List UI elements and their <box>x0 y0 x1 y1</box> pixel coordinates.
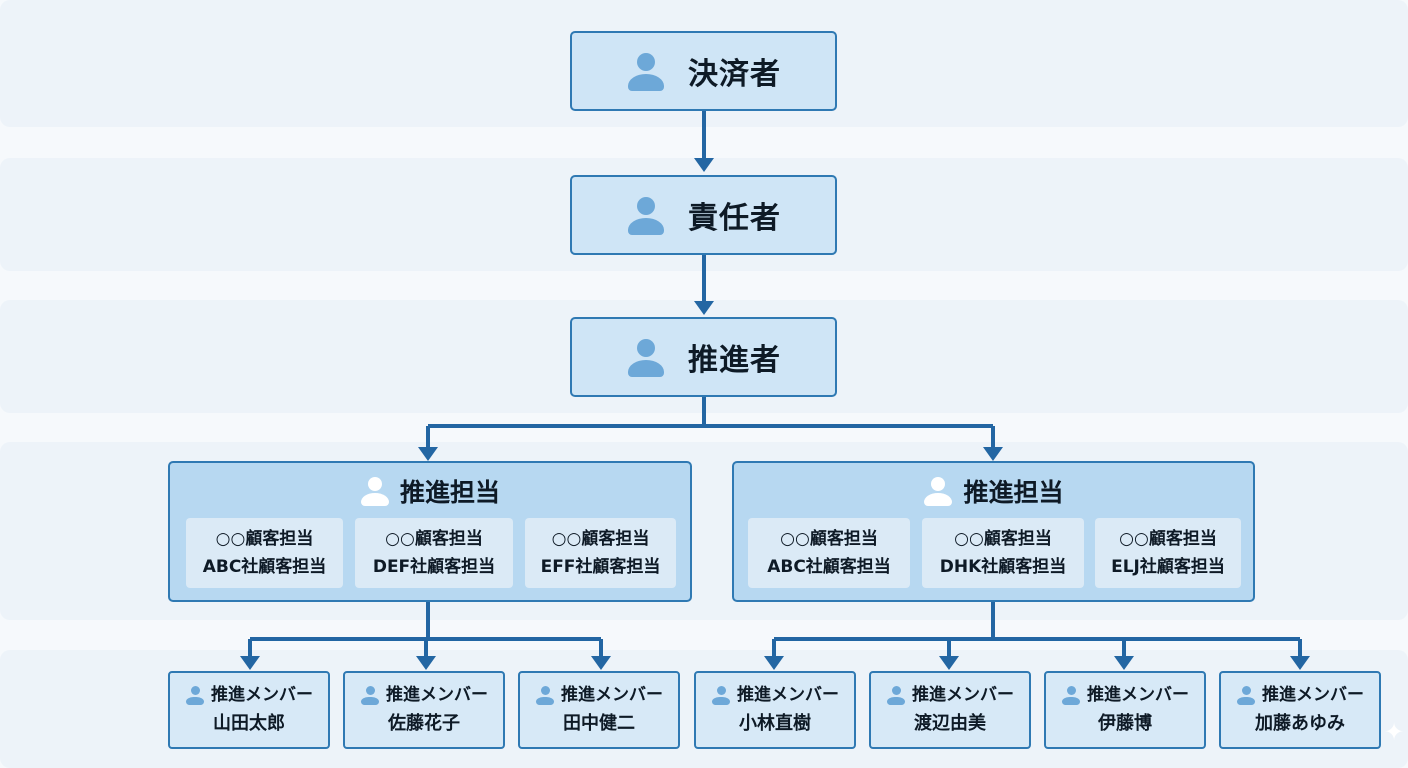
node-title: 推進者 <box>688 343 781 378</box>
sub-line2: ABC社顧客担当 <box>202 557 327 577</box>
person-icon <box>185 685 205 705</box>
sub-line1: ○○顧客担当 <box>551 529 650 549</box>
group-header: 推進担当 <box>734 473 1253 509</box>
member-role: 推進メンバー <box>561 685 663 705</box>
sub-line2: DHK社顧客担当 <box>939 557 1067 577</box>
arrowhead-member-2 <box>416 656 436 670</box>
sub-line1: ○○顧客担当 <box>780 529 878 549</box>
node-title: 責任者 <box>688 201 781 236</box>
person-icon <box>626 51 666 91</box>
arrowhead-member-7 <box>1290 656 1310 670</box>
sub-line1: ○○顧客担当 <box>385 529 483 549</box>
sub-line2: ABC社顧客担当 <box>767 557 891 577</box>
person-icon <box>923 476 953 506</box>
member-name: 加藤あゆみ <box>1255 713 1345 734</box>
member-box[interactable]: 推進メンバー 小林直樹 <box>694 671 856 749</box>
person-icon <box>1061 685 1081 705</box>
sub-box[interactable]: ○○顧客担当 ELJ社顧客担当 <box>1095 518 1241 588</box>
node-decider[interactable]: 決済者 <box>570 31 837 111</box>
arrowhead-group-left <box>418 447 438 461</box>
arrowhead-promoter <box>694 301 714 315</box>
group-header: 推進担当 <box>170 473 690 509</box>
person-icon <box>1236 685 1256 705</box>
arrowhead-member-6 <box>1114 656 1134 670</box>
node-promoter[interactable]: 推進者 <box>570 317 837 397</box>
arrowhead-group-right <box>983 447 1003 461</box>
sub-line2: EFF社顧客担当 <box>540 557 661 577</box>
member-name: 佐藤花子 <box>388 713 460 734</box>
member-box[interactable]: 推進メンバー 田中健二 <box>518 671 680 749</box>
sub-box[interactable]: ○○顧客担当 ABC社顧客担当 <box>186 518 343 588</box>
sub-line2: ELJ社顧客担当 <box>1111 557 1225 577</box>
group-promotion-left[interactable]: 推進担当 ○○顧客担当 ABC社顧客担当 ○○顧客担当 DEF社顧客担当 ○○顧… <box>168 461 692 602</box>
arrowhead-manager <box>694 158 714 172</box>
arrowhead-member-4 <box>764 656 784 670</box>
member-role: 推進メンバー <box>1087 685 1189 705</box>
sub-line1: ○○顧客担当 <box>1119 529 1217 549</box>
arrowhead-member-1 <box>240 656 260 670</box>
member-box[interactable]: 推進メンバー 加藤あゆみ <box>1219 671 1381 749</box>
person-icon <box>360 476 390 506</box>
member-box[interactable]: 推進メンバー 山田太郎 <box>168 671 330 749</box>
person-icon <box>626 195 666 235</box>
person-icon <box>711 685 731 705</box>
group-title: 推進担当 <box>963 478 1064 507</box>
sub-line1: ○○顧客担当 <box>215 529 314 549</box>
member-name: 伊藤博 <box>1098 713 1152 734</box>
member-name: 田中健二 <box>563 713 635 734</box>
member-box[interactable]: 推進メンバー 渡辺由美 <box>869 671 1031 749</box>
sub-box[interactable]: ○○顧客担当 DHK社顧客担当 <box>922 518 1084 588</box>
member-role: 推進メンバー <box>1262 685 1364 705</box>
member-role: 推進メンバー <box>737 685 839 705</box>
member-name: 渡辺由美 <box>914 713 986 734</box>
member-role: 推進メンバー <box>386 685 488 705</box>
person-icon <box>886 685 906 705</box>
sparkle-icon: ✦ <box>1384 718 1405 746</box>
group-promotion-right[interactable]: 推進担当 ○○顧客担当 ABC社顧客担当 ○○顧客担当 DHK社顧客担当 ○○顧… <box>732 461 1255 602</box>
arrowhead-member-3 <box>591 656 611 670</box>
member-name: 小林直樹 <box>739 713 811 734</box>
person-icon <box>360 685 380 705</box>
sub-line1: ○○顧客担当 <box>954 529 1052 549</box>
node-title: 決済者 <box>688 57 781 92</box>
member-box[interactable]: 推進メンバー 伊藤博 <box>1044 671 1206 749</box>
sub-line2: DEF社顧客担当 <box>372 557 496 577</box>
sub-box[interactable]: ○○顧客担当 ABC社顧客担当 <box>748 518 910 588</box>
sub-box[interactable]: ○○顧客担当 DEF社顧客担当 <box>355 518 513 588</box>
arrowhead-member-5 <box>939 656 959 670</box>
member-name: 山田太郎 <box>213 713 285 734</box>
group-title: 推進担当 <box>399 478 500 507</box>
member-role: 推進メンバー <box>211 685 313 705</box>
node-manager[interactable]: 責任者 <box>570 175 837 255</box>
sub-box[interactable]: ○○顧客担当 EFF社顧客担当 <box>525 518 676 588</box>
person-icon <box>535 685 555 705</box>
member-role: 推進メンバー <box>912 685 1014 705</box>
person-icon <box>626 337 666 377</box>
member-box[interactable]: 推進メンバー 佐藤花子 <box>343 671 505 749</box>
